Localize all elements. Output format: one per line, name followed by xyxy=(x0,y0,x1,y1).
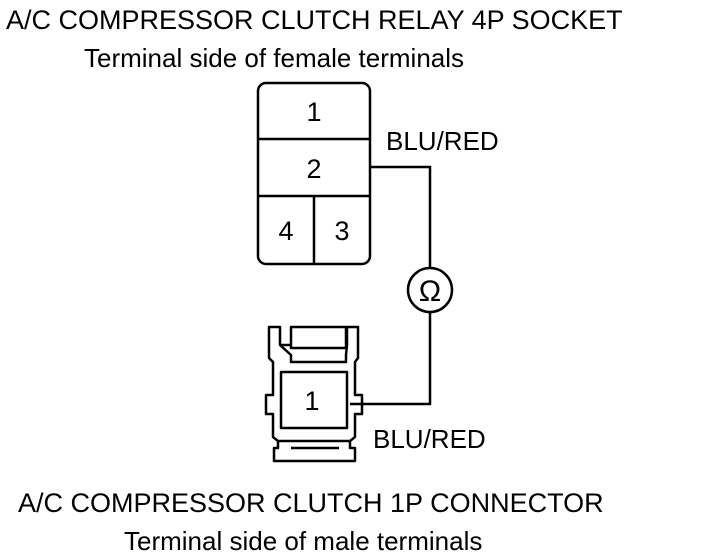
wire-bottom xyxy=(350,312,432,406)
socket-title: A/C COMPRESSOR CLUTCH RELAY 4P SOCKET xyxy=(6,5,623,35)
connector-1p xyxy=(264,325,364,463)
ohmmeter-icon: Ω xyxy=(406,266,454,314)
wire-label-bottom: BLU/RED xyxy=(373,424,486,454)
wire-label-top: BLU/RED xyxy=(386,126,499,156)
connector-latch xyxy=(289,325,348,350)
connector-housing xyxy=(264,325,364,443)
socket-terminal-3: 3 xyxy=(334,216,349,246)
connector-terminal-1: 1 xyxy=(304,386,319,416)
socket-terminal-1: 1 xyxy=(306,97,321,127)
connector-terminal-cavity xyxy=(279,370,349,430)
relay-socket xyxy=(256,81,372,266)
socket-subtitle: Terminal side of female terminals xyxy=(84,43,465,73)
connector-subtitle: Terminal side of male terminals xyxy=(124,526,483,556)
socket-terminal-2: 2 xyxy=(306,154,321,184)
ohm-symbol: Ω xyxy=(419,275,441,308)
connector-title: A/C COMPRESSOR CLUTCH 1P CONNECTOR xyxy=(18,488,604,518)
connector-base xyxy=(272,441,357,463)
socket-terminal-4: 4 xyxy=(278,216,293,246)
wire-top xyxy=(370,165,432,268)
